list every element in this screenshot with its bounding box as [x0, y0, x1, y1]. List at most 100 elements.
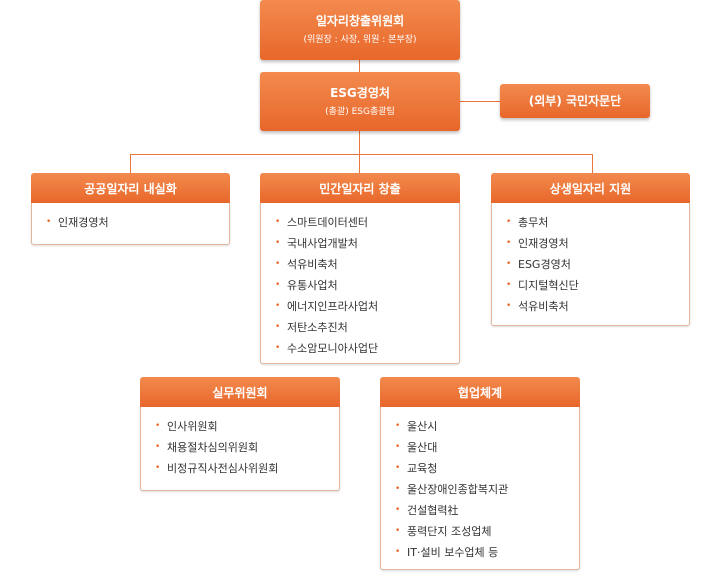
public-list: • 인재경영처 [46, 212, 217, 233]
connector-horizontal [130, 154, 592, 155]
list-item-label: 유통사업처 [287, 279, 338, 292]
working-title: 실무위원회 [212, 385, 268, 400]
list-item: • 저탄소추진처 [275, 317, 447, 338]
bullet-icon: • [395, 505, 401, 515]
bullet-icon: • [275, 280, 281, 290]
committee-title: 일자리창출위원회 [315, 14, 405, 28]
coexist-list-box: •총무처•인재경영처•ESG경영처•디지털혁신단•석유비축처 [491, 203, 690, 326]
bullet-icon: • [275, 301, 281, 311]
connector-esg-down [359, 131, 360, 173]
bullet-icon: • [275, 217, 281, 227]
bullet-icon: • [395, 547, 401, 557]
list-item-label: 석유비축처 [287, 258, 338, 271]
working-header: 실무위원회 [140, 377, 340, 407]
bullet-icon: • [275, 238, 281, 248]
list-item-label: 비정규직사전심사위원회 [167, 462, 279, 475]
connector-committee-esg [359, 60, 360, 72]
list-item-label: 채용절차심의위원회 [167, 441, 259, 454]
bullet-icon: • [506, 280, 512, 290]
list-item: • 채용절차심의위원회 [155, 437, 327, 458]
coexist-list: •총무처•인재경영처•ESG경영처•디지털혁신단•석유비축처 [506, 212, 677, 317]
committee-subtitle: (위원장 : 사장, 위원 : 본부장) [303, 35, 417, 45]
bullet-icon: • [395, 526, 401, 536]
external-title: (외부) 국민자문단 [528, 94, 622, 108]
list-item: • 수소암모니아사업단 [275, 338, 447, 359]
list-item-label: 스마트데이터센터 [287, 216, 368, 229]
bullet-icon: • [506, 259, 512, 269]
list-item: • 석유비축처 [275, 254, 447, 275]
coop-title: 협업체계 [457, 385, 503, 400]
connector-esg-external [460, 101, 500, 102]
list-item-label: 수소암모니아사업단 [287, 342, 379, 355]
working-list-box: • 인사위원회 • 채용절차심의위원회 • 비정규직사전심사위원회 [140, 407, 340, 491]
list-item: • 인재경영처 [506, 233, 677, 254]
bullet-icon: • [395, 484, 401, 494]
list-item: • 풍력단지 조성업체 [395, 521, 567, 542]
list-item-label: ESG경영처 [518, 258, 571, 271]
list-item-label: 울산시 [407, 420, 438, 433]
list-item: • 인사위원회 [155, 416, 327, 437]
bullet-icon: • [506, 217, 512, 227]
private-list: •스마트데이터센터•국내사업개발처•석유비축처•유통사업처•에너지인프라사업처•… [275, 212, 447, 359]
coexist-title: 상생일자리 지원 [549, 181, 632, 196]
list-item-label: 풍력단지 조성업체 [407, 525, 492, 538]
list-item-label: 인재경영처 [58, 216, 109, 229]
bullet-icon: • [155, 421, 161, 431]
public-title: 공공일자리 내실화 [84, 181, 177, 196]
public-header: 공공일자리 내실화 [31, 173, 230, 203]
connector-public [130, 154, 131, 173]
list-item-label: 디지털혁신단 [518, 279, 579, 292]
list-item: • 유통사업처 [275, 275, 447, 296]
bullet-icon: • [395, 463, 401, 473]
esg-subtitle: (총괄) ESG총괄팀 [325, 106, 395, 117]
bullet-icon: • [46, 217, 52, 227]
list-item-label: 건설협력社 [407, 504, 459, 517]
list-item: •총무처 [506, 212, 677, 233]
bullet-icon: • [506, 301, 512, 311]
list-item-label: 인사위원회 [167, 420, 218, 433]
list-item-label: 울산대 [407, 441, 438, 454]
list-item: • 인재경영처 [46, 212, 217, 233]
bullet-icon: • [395, 442, 401, 452]
private-list-box: •스마트데이터센터•국내사업개발처•석유비축처•유통사업처•에너지인프라사업처•… [260, 203, 460, 364]
private-header: 민간일자리 창출 [260, 173, 460, 203]
bullet-icon: • [506, 238, 512, 248]
list-item: • 울산시 [395, 416, 567, 437]
list-item: • 비정규직사전심사위원회 [155, 458, 327, 479]
list-item-label: 교육청 [407, 462, 438, 475]
bullet-icon: • [155, 442, 161, 452]
list-item: • 교육청 [395, 458, 567, 479]
working-list: • 인사위원회 • 채용절차심의위원회 • 비정규직사전심사위원회 [155, 416, 327, 479]
list-item: • 디지털혁신단 [506, 275, 677, 296]
list-item: • 건설협력社 [395, 500, 567, 521]
list-item-label: 석유비축처 [518, 300, 569, 313]
list-item: • 울산대 [395, 437, 567, 458]
list-item-label: 인재경영처 [518, 237, 569, 250]
bullet-icon: • [275, 322, 281, 332]
list-item: • 울산장애인종합복지관 [395, 479, 567, 500]
list-item-label: 저탄소추진처 [287, 321, 348, 334]
coop-list-box: •울산시•울산대•교육청•울산장애인종합복지관•건설협력社•풍력단지 조성업체•… [380, 407, 580, 570]
bullet-icon: • [155, 463, 161, 473]
coop-header: 협업체계 [380, 377, 580, 407]
bullet-icon: • [395, 421, 401, 431]
bullet-icon: • [275, 259, 281, 269]
list-item-label: IT·설비 보수업체 등 [407, 546, 499, 559]
external-box: (외부) 국민자문단 [500, 84, 650, 118]
public-list-box: • 인재경영처 [31, 203, 230, 245]
list-item: •국내사업개발처 [275, 233, 447, 254]
list-item: • IT·설비 보수업체 등 [395, 542, 567, 563]
esg-box: ESG경영처 (총괄) ESG총괄팀 [260, 72, 460, 131]
coop-list: •울산시•울산대•교육청•울산장애인종합복지관•건설협력社•풍력단지 조성업체•… [395, 416, 567, 563]
list-item-label: 울산장애인종합복지관 [407, 483, 509, 496]
committee-box: 일자리창출위원회 (위원장 : 사장, 위원 : 본부장) [260, 0, 460, 60]
list-item-label: 에너지인프라사업처 [287, 300, 379, 313]
private-title: 민간일자리 창출 [319, 181, 401, 196]
coexist-header: 상생일자리 지원 [491, 173, 690, 203]
connector-coexist [592, 154, 593, 173]
bullet-icon: • [275, 343, 281, 353]
list-item: • ESG경영처 [506, 254, 677, 275]
list-item: • 석유비축처 [506, 296, 677, 317]
list-item: • 에너지인프라사업처 [275, 296, 447, 317]
list-item: • 스마트데이터센터 [275, 212, 447, 233]
